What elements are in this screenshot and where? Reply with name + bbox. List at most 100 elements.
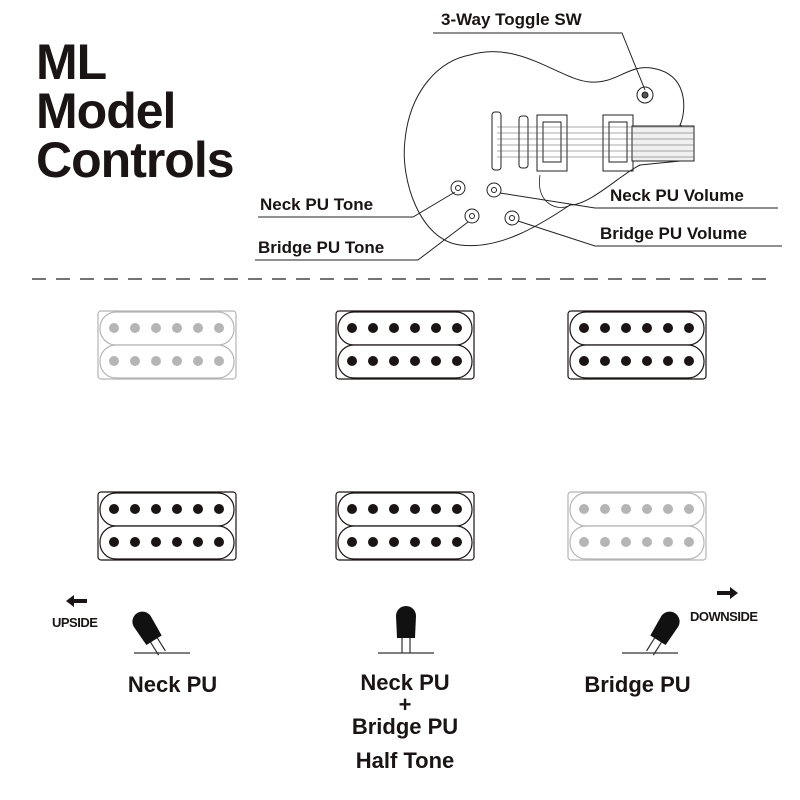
pickup-coil (99, 311, 235, 346)
pole-piece (410, 504, 420, 514)
pole-piece (621, 537, 631, 547)
pole-piece (579, 356, 589, 366)
pole-piece (579, 323, 589, 333)
pole-piece (452, 504, 462, 514)
pickup-frame (567, 310, 707, 380)
pole-piece (347, 323, 357, 333)
pole-piece (193, 504, 203, 514)
callout-bridge-tone: Bridge PU Tone (258, 238, 385, 257)
pole-piece (621, 504, 631, 514)
toggle-leader-line (433, 32, 646, 91)
pole-piece (368, 537, 378, 547)
pole-piece (368, 504, 378, 514)
pole-piece (347, 504, 357, 514)
pole-piece (684, 356, 694, 366)
pole-piece (368, 323, 378, 333)
pole-piece (368, 356, 378, 366)
pole-piece (151, 504, 161, 514)
downside-label: DOWNSIDE (690, 609, 758, 624)
pickup-neck-pos2 (335, 491, 475, 561)
pickup-frame (97, 491, 237, 561)
pole-piece (130, 537, 140, 547)
pole-piece (642, 504, 652, 514)
pole-piece (410, 323, 420, 333)
title-line-1: ML (36, 34, 107, 90)
pickup-coil (337, 344, 473, 379)
tailpiece (518, 115, 529, 169)
upside-label: UPSIDE (52, 615, 98, 630)
pickup-coil (569, 492, 705, 527)
pole-piece (579, 537, 589, 547)
pole-piece (600, 356, 610, 366)
bridge-volume-knob (504, 210, 520, 226)
arrow-right-icon (717, 587, 738, 599)
pole-piece (410, 537, 420, 547)
page-title: ML Model Controls (36, 34, 235, 185)
pole-piece (663, 356, 673, 366)
middle-label-line2: Bridge PU (351, 714, 459, 739)
toggle-lever-icon-up (132, 611, 190, 656)
bridge-tone-knob (464, 208, 480, 224)
middle-label-plus: + (398, 692, 412, 717)
pickup-coil (337, 311, 473, 346)
pickup-coil (99, 344, 235, 379)
pole-piece (172, 356, 182, 366)
bridge-volume-leader-line (517, 220, 782, 247)
guitar-illustration (255, 32, 782, 261)
position-label-neck: Neck PU (127, 672, 218, 697)
pickup-neck-pos1 (97, 491, 237, 561)
pickup-coil (569, 311, 705, 346)
callout-bridge-volume: Bridge PU Volume (600, 224, 748, 243)
toggle-switch-knob (636, 86, 654, 104)
toggle-lever-icon-down (622, 611, 680, 656)
pole-piece (214, 537, 224, 547)
pickup-coil (99, 492, 235, 527)
callout-neck-volume: Neck PU Volume (610, 186, 744, 205)
pole-piece (663, 537, 673, 547)
pole-piece (347, 356, 357, 366)
middle-label-line1: Neck PU (360, 670, 450, 695)
pole-piece (621, 323, 631, 333)
pickup-bridge-pos2 (335, 310, 475, 380)
pole-piece (130, 356, 140, 366)
title-line-2: Model (36, 83, 176, 139)
bridge (491, 111, 502, 171)
pole-piece (193, 537, 203, 547)
toggle-levers (132, 606, 680, 656)
pole-piece (431, 504, 441, 514)
pole-piece (214, 504, 224, 514)
position-label-bridge: Bridge PU (584, 672, 691, 697)
pickup-coil (569, 525, 705, 560)
pole-piece (214, 356, 224, 366)
pole-piece (642, 323, 652, 333)
pole-piece (109, 504, 119, 514)
pickup-bridge-pos1 (97, 310, 237, 380)
pole-piece (172, 323, 182, 333)
pole-piece (172, 504, 182, 514)
pole-piece (130, 504, 140, 514)
pole-piece (109, 356, 119, 366)
pole-piece (151, 356, 161, 366)
pickup-frame (335, 310, 475, 380)
pickup-coil (337, 525, 473, 560)
pole-piece (642, 356, 652, 366)
pole-piece (684, 323, 694, 333)
pole-piece (193, 356, 203, 366)
callout-toggle: 3-Way Toggle SW (441, 10, 582, 29)
pole-piece (452, 323, 462, 333)
pickup-frame (335, 491, 475, 561)
pole-piece (452, 356, 462, 366)
pole-piece (431, 356, 441, 366)
pole-piece (431, 537, 441, 547)
arrow-left-icon (66, 595, 87, 607)
pole-piece (452, 537, 462, 547)
pole-piece (684, 504, 694, 514)
pole-piece (193, 323, 203, 333)
pole-piece (130, 323, 140, 333)
pickup-states (97, 310, 707, 561)
neck-volume-knob (486, 182, 502, 198)
pickup-coil (569, 344, 705, 379)
pickup-frame (567, 491, 707, 561)
toggle-lever-icon-middle (378, 606, 434, 654)
pole-piece (151, 537, 161, 547)
